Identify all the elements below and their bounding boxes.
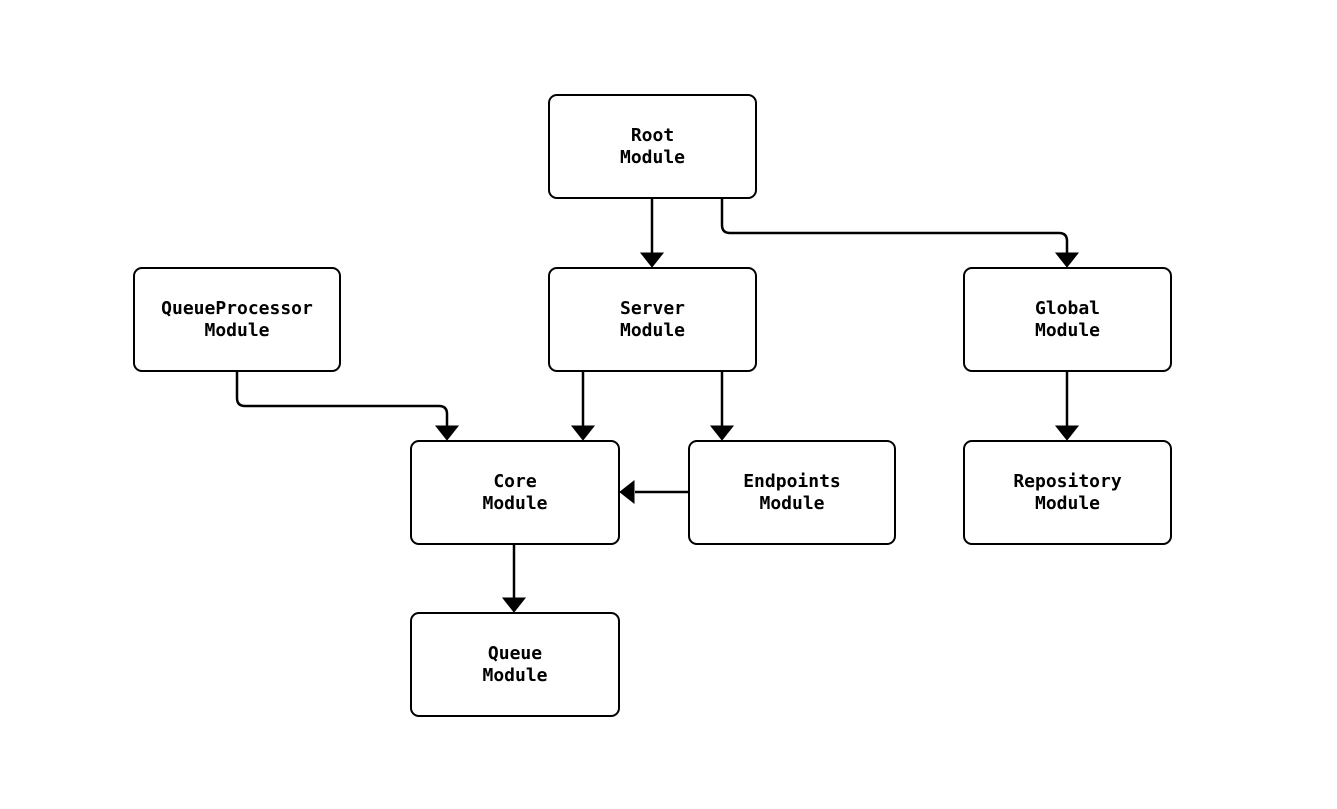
node-label-line2: Module (1034, 319, 1101, 341)
node-label-line1: Server (619, 297, 686, 319)
node-label-line1: Global (1034, 297, 1101, 319)
edge-root-to-global (720, 199, 1080, 268)
node-label-line2: Module (619, 319, 686, 341)
node-label-line1: Root (630, 124, 675, 146)
node-core-module: Core Module (410, 440, 620, 545)
arrowhead-down-icon (639, 252, 665, 268)
arrowhead-down-icon (709, 425, 735, 441)
node-label-line2: Module (204, 319, 270, 341)
node-server-module: Server Module (548, 267, 757, 372)
edge-server-to-core (570, 372, 596, 441)
edge-core-to-queue (501, 545, 527, 613)
node-label-line1: Repository (1013, 470, 1122, 492)
edge-server-to-endpoints (709, 372, 735, 441)
node-label-line2: Module (482, 492, 548, 514)
edge-queueprocessor-to-core (235, 372, 460, 441)
node-repository-module: Repository Module (963, 440, 1172, 545)
node-label-line2: Module (759, 492, 825, 514)
node-queueprocessor-module: QueueProcessor Module (133, 267, 341, 372)
node-label-line2: Module (619, 146, 686, 168)
arrowhead-down-icon (570, 425, 596, 441)
node-endpoints-module: Endpoints Module (688, 440, 896, 545)
node-label-line1: QueueProcessor (161, 297, 313, 319)
node-queue-module: Queue Module (410, 612, 620, 717)
node-root-module: Root Module (548, 94, 757, 199)
arrowhead-down-icon (434, 425, 460, 441)
node-label-line2: Module (1034, 492, 1101, 514)
edge-root-to-server (639, 199, 665, 268)
edge-endpoints-to-core (619, 479, 688, 505)
node-global-module: Global Module (963, 267, 1172, 372)
arrowhead-left-icon (619, 479, 635, 505)
node-label-line2: Module (482, 664, 548, 686)
node-label-line1: Core (493, 470, 537, 492)
arrowhead-down-icon (501, 597, 527, 613)
arrowhead-down-icon (1054, 425, 1080, 441)
node-label-line1: Endpoints (743, 470, 841, 492)
edge-global-to-repository (1054, 372, 1080, 441)
arrowhead-down-icon (1054, 252, 1080, 268)
node-label-line1: Queue (487, 642, 543, 664)
